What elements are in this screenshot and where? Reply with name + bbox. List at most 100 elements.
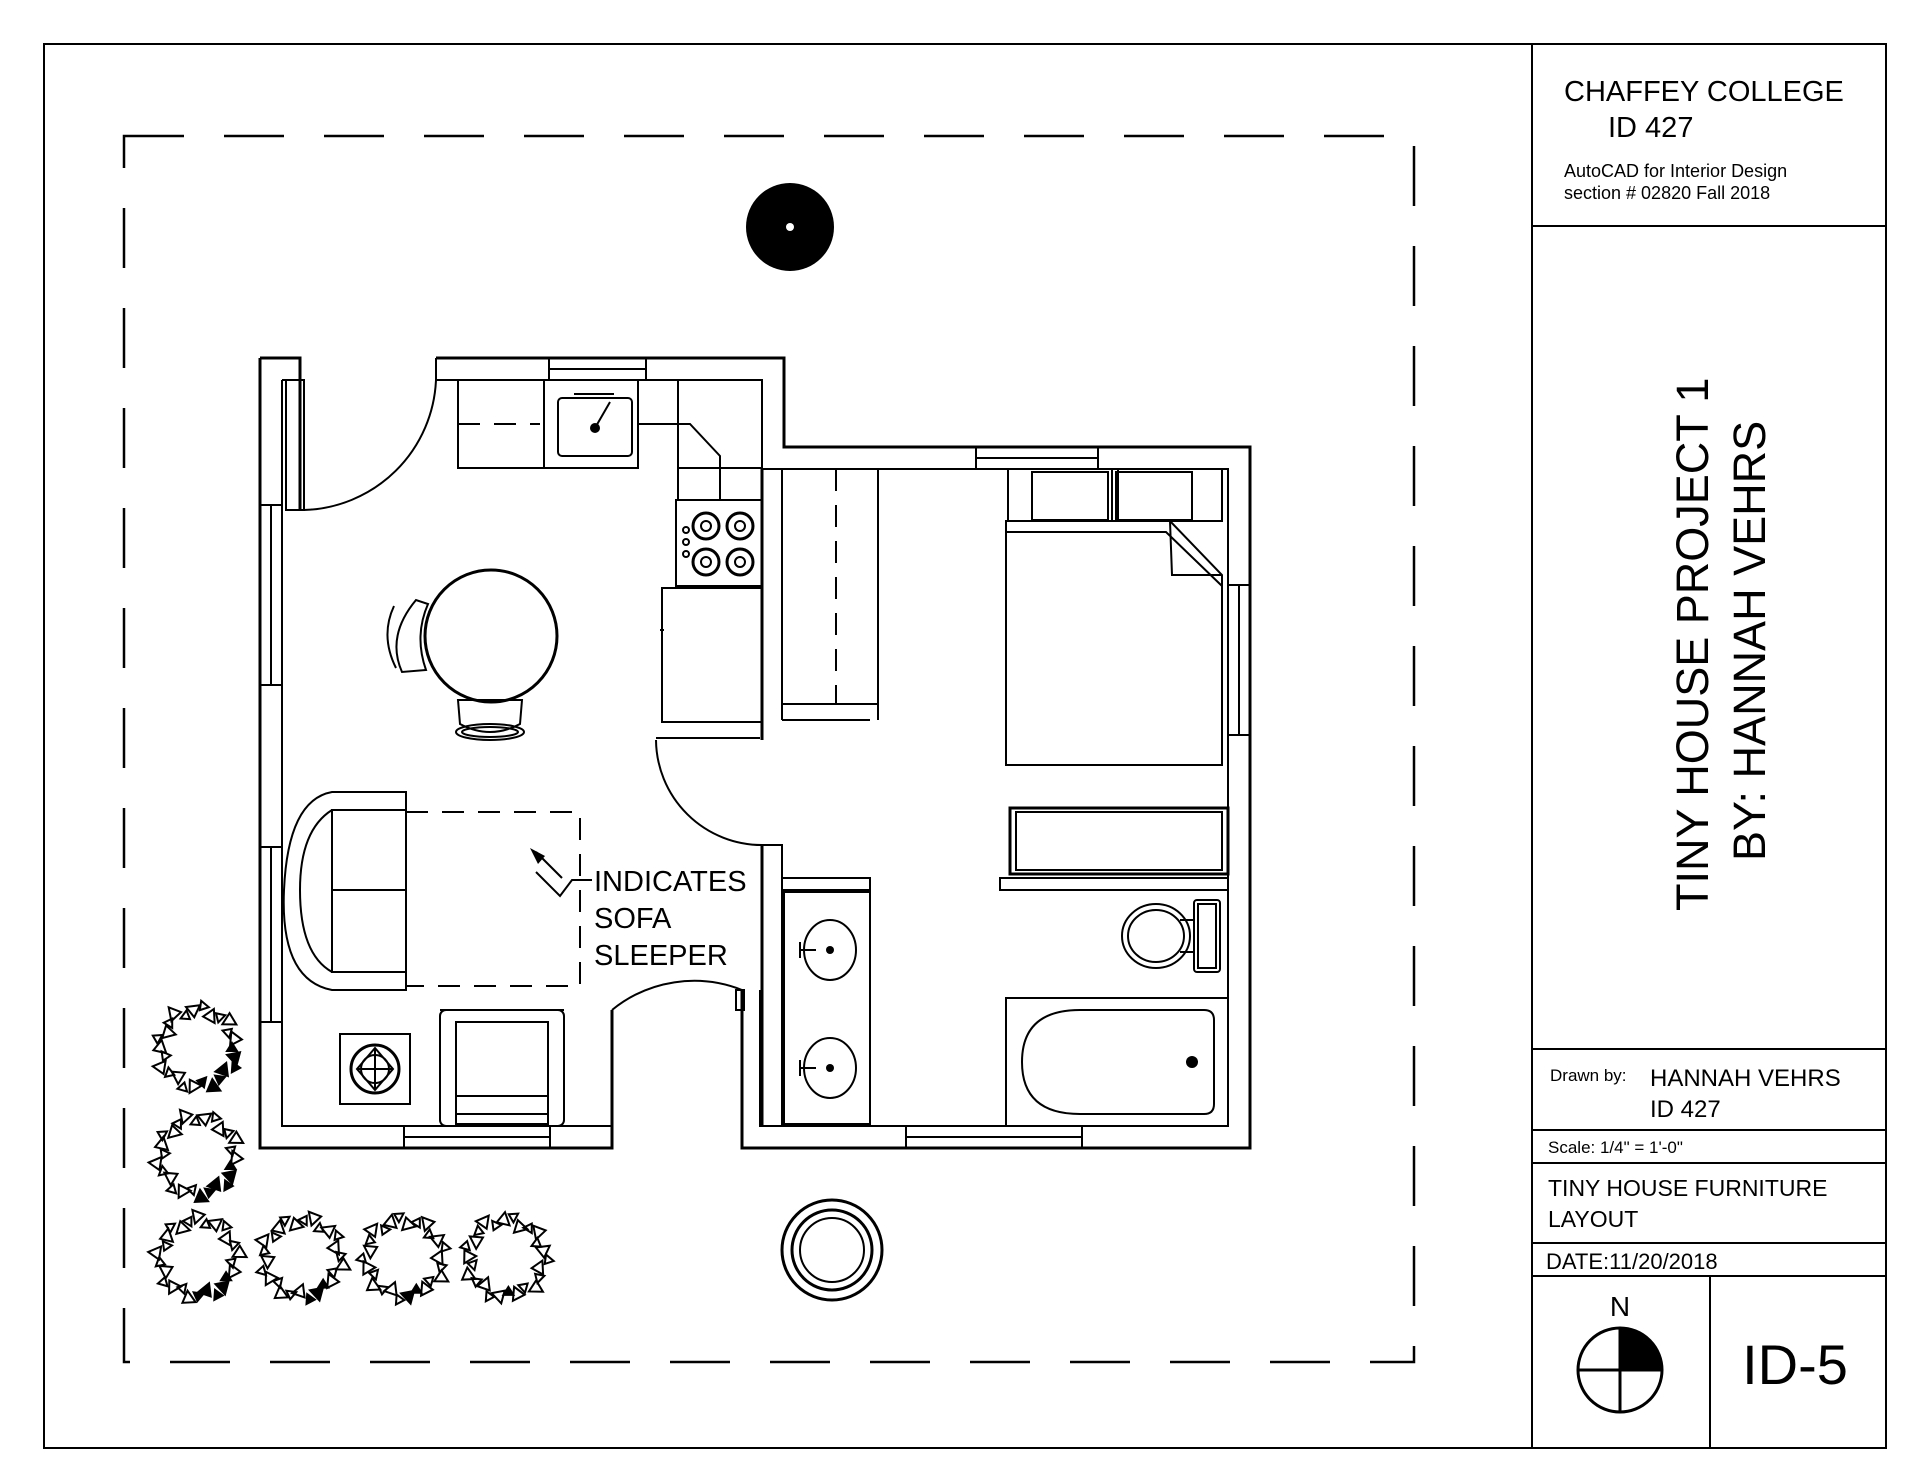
tree-leaf-mark [325, 1267, 339, 1280]
project-title: TINY HOUSE PROJECT 1 [1667, 378, 1718, 911]
birdbath-icon [780, 1198, 884, 1302]
tree-leaf-mark [163, 1222, 177, 1235]
tree-leaf-mark [157, 1163, 170, 1177]
tree-leaf-mark [501, 1285, 516, 1296]
bathtub-icon [1005, 997, 1229, 1127]
sheet-title-line-1: TINY HOUSE FURNITURE [1548, 1175, 1827, 1201]
tree-leaf-mark [440, 1240, 453, 1253]
sofa-sleeper-outline [405, 811, 581, 987]
tree-leaf-mark [428, 1233, 446, 1249]
tree-symbol-icon [146, 1108, 245, 1204]
tree-leaf-mark [229, 1148, 245, 1167]
tree-leaf-mark [155, 1130, 169, 1143]
tree-leaf-mark [420, 1215, 437, 1233]
tree-leaf-mark [381, 1212, 399, 1230]
tree-leaf-mark [175, 1282, 188, 1296]
tree-leaf-mark [168, 1278, 184, 1296]
tree-leaf-mark [472, 1223, 486, 1237]
tree-leaf-mark [529, 1258, 545, 1277]
tree-leaf-mark [362, 1222, 379, 1239]
tree-leaf-mark [465, 1258, 478, 1272]
stove-icon [675, 499, 763, 587]
tree-symbol-icon [146, 1208, 249, 1304]
tree-symbol-icon [458, 1210, 556, 1306]
tree-leaf-mark [206, 1218, 224, 1234]
tree-leaf-mark [270, 1230, 283, 1244]
tree-leaf-mark [213, 1060, 230, 1078]
sofa [282, 791, 407, 991]
tree-symbol-icon [150, 998, 244, 1095]
property-line [122, 134, 1416, 1364]
tree-leaf-mark [153, 1134, 170, 1152]
drawn-by-label: Drawn by: [1550, 1066, 1627, 1085]
tree-leaf-mark [151, 1033, 164, 1046]
sheet-border [43, 43, 1887, 1449]
tree-leaf-mark [146, 1244, 163, 1262]
tree-leaf-mark [334, 1256, 353, 1271]
tree-leaf-mark [334, 1250, 348, 1264]
tree-leaf-mark [195, 1075, 208, 1090]
tree-leaf-mark [146, 1155, 163, 1172]
tree-leaf-mark [205, 1175, 222, 1192]
tree-leaf-mark [188, 1078, 204, 1095]
nightstand-left [1007, 468, 1113, 522]
tree-leaf-mark [213, 1074, 227, 1087]
tree-leaf-mark [210, 1120, 225, 1138]
tree-leaf-mark [155, 1275, 169, 1288]
school-name: CHAFFEY COLLEGE [1564, 76, 1844, 108]
tree-leaf-mark [225, 1041, 239, 1052]
tree-leaf-mark [191, 1291, 206, 1303]
drawn-by-course: ID 427 [1650, 1096, 1721, 1123]
tree-leaf-mark [409, 1216, 421, 1230]
tree-leaf-mark [422, 1275, 435, 1289]
tree-leaf-mark [326, 1272, 341, 1290]
course-description: AutoCAD for Interior Design [1564, 161, 1787, 181]
tree-leaf-mark [364, 1232, 377, 1246]
tree-leaf-mark [198, 1217, 212, 1230]
tree-symbols [146, 998, 556, 1307]
annotation-line-1: INDICATES [594, 866, 747, 898]
tree-leaf-mark [429, 1248, 444, 1267]
tree-leaf-mark [203, 1187, 217, 1200]
sheet-title-line-2: LAYOUT [1548, 1206, 1638, 1232]
project-author: BY: HANNAH VEHRS [1724, 421, 1775, 861]
tree-leaf-mark [213, 1288, 225, 1302]
tree-leaf-mark [516, 1282, 530, 1295]
tree-leaf-mark [166, 1123, 184, 1140]
tree-leaf-mark [264, 1270, 280, 1287]
sink-icon [799, 919, 857, 981]
tree-leaf-mark [399, 1289, 416, 1306]
tree-leaf-mark [367, 1268, 380, 1282]
armchair [439, 1009, 565, 1127]
tree-leaf-mark [319, 1224, 337, 1240]
fire-pit-icon [746, 183, 834, 271]
closet [781, 468, 879, 705]
tree-leaf-mark [312, 1220, 325, 1233]
tree-leaf-mark [473, 1214, 490, 1231]
tree-leaf-mark [533, 1244, 552, 1260]
title-block: CHAFFEY COLLEGE ID 427 AutoCAD for Inter… [1531, 44, 1886, 1448]
tree-leaf-mark [533, 1272, 547, 1285]
tree-leaf-mark [162, 1171, 180, 1188]
annotation-line-2: SOFA [594, 903, 672, 935]
tree-leaf-mark [163, 1065, 177, 1079]
tree-leaf-mark [527, 1278, 545, 1293]
tree-symbol-icon [354, 1212, 453, 1307]
tree-leaf-mark [392, 1212, 406, 1225]
tree-leaf-mark [259, 1254, 276, 1271]
tree-leaf-mark [288, 1216, 306, 1232]
tree-leaf-mark [379, 1223, 393, 1237]
tree-leaf-mark [460, 1265, 478, 1281]
sink-icon [799, 1037, 857, 1099]
tree-leaf-mark [213, 1280, 230, 1297]
tree-leaf-mark [489, 1289, 507, 1306]
tree-leaf-mark [220, 1169, 238, 1186]
tree-leaf-mark [167, 1005, 183, 1024]
tree-leaf-mark [529, 1235, 543, 1248]
tree-leaf-mark [254, 1264, 268, 1277]
tree-leaf-mark [195, 1112, 213, 1128]
annotation-line-3: SLEEPER [594, 940, 728, 972]
drawn-by-name: HANNAH VEHRS [1650, 1065, 1841, 1092]
tree-leaf-mark [463, 1248, 479, 1266]
tree-leaf-mark [210, 1110, 223, 1123]
